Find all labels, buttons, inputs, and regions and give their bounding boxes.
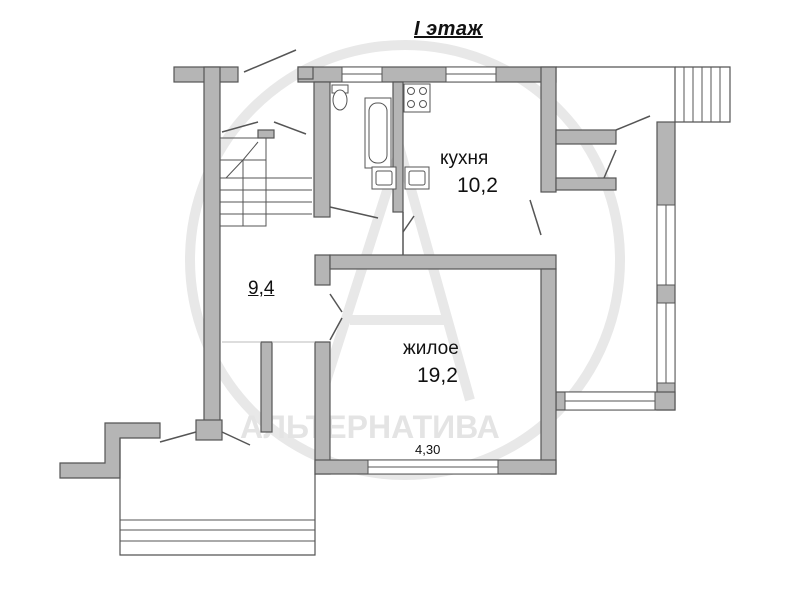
room-area-hall: 9,4	[248, 278, 275, 299]
staircase	[219, 137, 312, 227]
dimension-label: 4,30	[415, 442, 441, 457]
terrace-outline	[556, 66, 731, 123]
terrace-steps	[683, 67, 721, 122]
toilet-icon	[331, 84, 349, 111]
stove-icon	[403, 83, 431, 113]
sink-icon	[371, 166, 430, 190]
room-area-kitchen: 10,2	[457, 174, 498, 197]
watermark-text: АЛЬТЕРНАТИВА	[240, 409, 500, 445]
porch	[119, 438, 316, 556]
doors	[159, 49, 651, 446]
room-area-living: 19,2	[417, 364, 458, 387]
porch-steps	[120, 519, 315, 542]
room-name-kitchen: кухня	[440, 148, 489, 169]
bathtub-icon	[364, 97, 392, 169]
window-lines	[342, 73, 667, 468]
floor-title: I этаж	[414, 18, 483, 40]
room-name-living: жилое	[403, 338, 459, 359]
